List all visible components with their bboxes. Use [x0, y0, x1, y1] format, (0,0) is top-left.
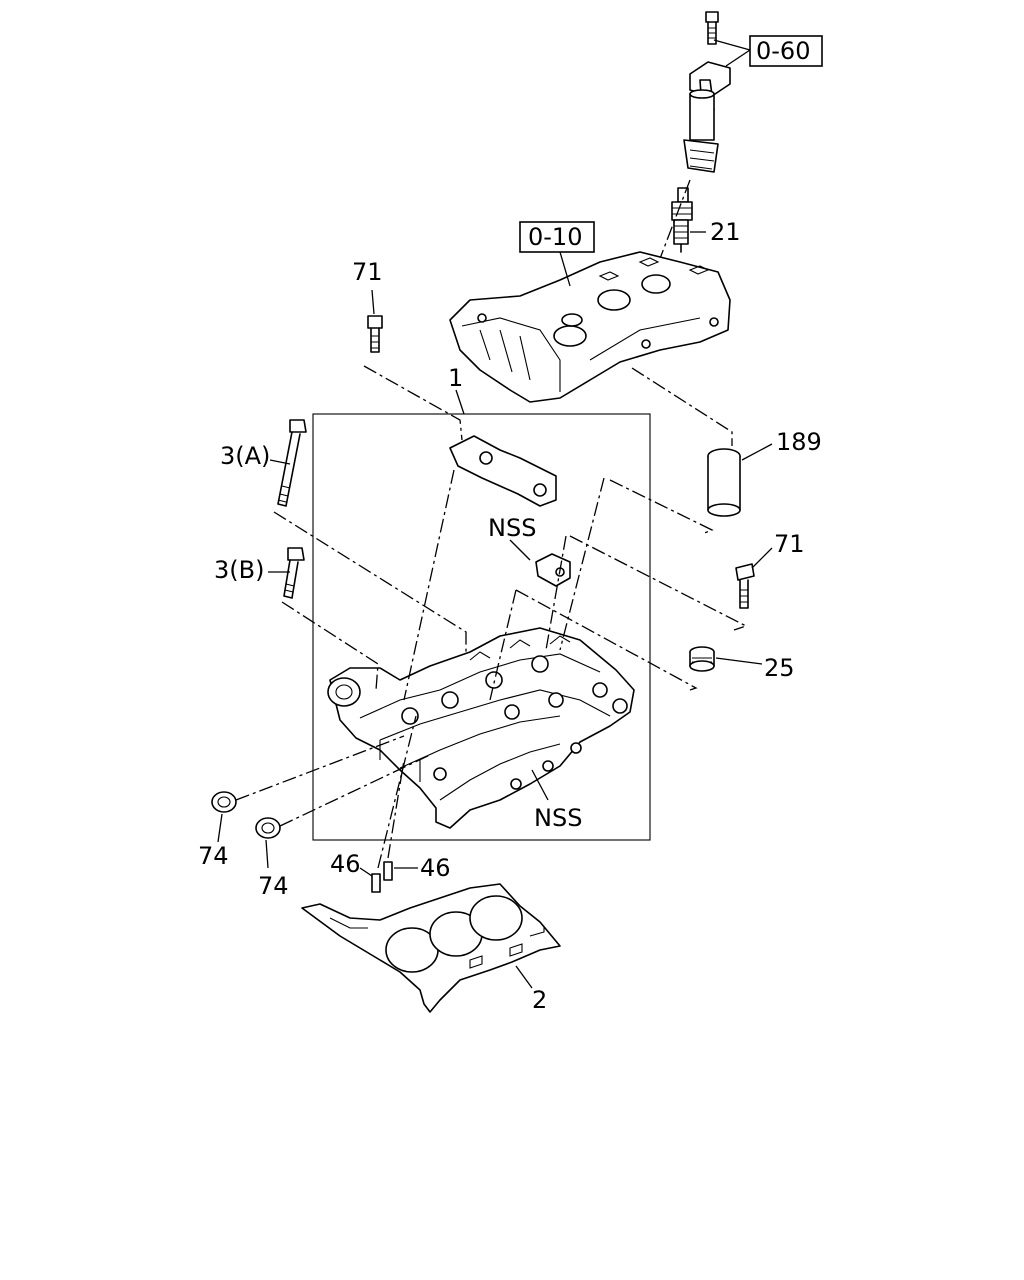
bolt-71-top — [367, 315, 383, 353]
callout-46-right[interactable]: 46 — [420, 854, 451, 882]
camshaft-cap-large — [449, 435, 557, 507]
callout-71-top[interactable]: 71 — [352, 258, 383, 286]
callout-25[interactable]: 25 — [764, 654, 795, 682]
seal-74-right — [255, 817, 281, 839]
bolt-3b — [283, 547, 305, 599]
cylinder-head-group-frame — [312, 413, 651, 841]
leader-lines — [217, 39, 773, 989]
callout-nss-top[interactable]: NSS — [488, 514, 536, 542]
plug-25 — [689, 646, 715, 672]
sleeve-189 — [707, 448, 741, 517]
cylinder-head-cover — [449, 251, 731, 403]
assembly-line-coil — [647, 179, 691, 291]
callout-21[interactable]: 21 — [710, 218, 741, 246]
callout-3b[interactable]: 3(B) — [214, 556, 264, 584]
camshaft-cap-small — [535, 553, 571, 587]
ignition-coil-assembly — [683, 11, 731, 173]
bolt-71-right — [735, 563, 755, 609]
callout-0-60[interactable]: 0-60 — [756, 37, 810, 65]
callout-1[interactable]: 1 — [448, 364, 463, 392]
callout-74-right[interactable]: 74 — [258, 872, 289, 900]
ref-box-0-60 — [749, 35, 823, 67]
callout-189[interactable]: 189 — [776, 428, 822, 456]
head-gasket — [301, 883, 561, 1013]
spark-plug — [671, 187, 693, 253]
callout-46-left[interactable]: 46 — [330, 850, 361, 878]
callout-74-left[interactable]: 74 — [198, 842, 229, 870]
callout-0-10[interactable]: 0-10 — [528, 223, 582, 251]
callout-71-right[interactable]: 71 — [774, 530, 805, 558]
callout-nss-bottom[interactable]: NSS — [534, 804, 582, 832]
cylinder-head — [327, 627, 635, 829]
callout-3a[interactable]: 3(A) — [220, 442, 270, 470]
ref-box-0-10 — [519, 221, 595, 253]
bolt-3a — [277, 419, 307, 507]
callout-2[interactable]: 2 — [532, 986, 547, 1014]
dowel-pins-46 — [371, 861, 393, 893]
seal-74-left — [211, 791, 237, 813]
assembly-lines — [235, 365, 748, 869]
